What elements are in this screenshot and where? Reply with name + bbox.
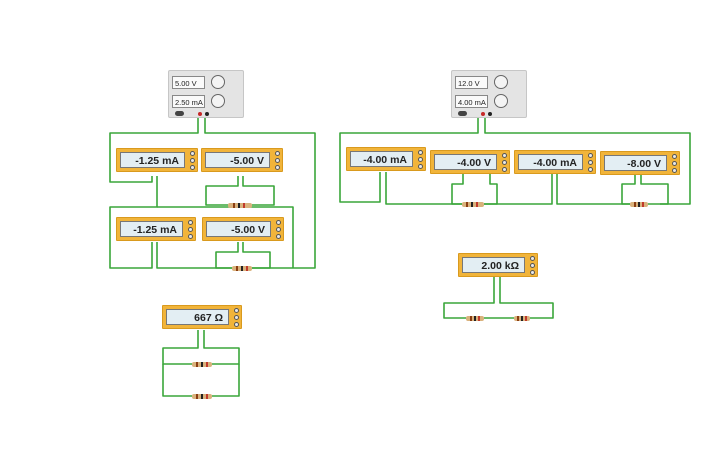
ammeter[interactable]: -4.00 mA [514, 150, 596, 174]
wire [621, 174, 636, 205]
dial-icon[interactable] [190, 151, 195, 156]
dial-icon[interactable] [672, 154, 677, 159]
meter-display: -5.00 V [205, 152, 270, 168]
resistor [630, 202, 648, 207]
dial-icon[interactable] [502, 167, 507, 172]
wire [339, 118, 479, 203]
meter-display: -4.00 mA [350, 151, 413, 167]
wire [640, 174, 669, 205]
dial-icon[interactable] [530, 263, 535, 268]
dial-icon[interactable] [188, 227, 193, 232]
dial-icon[interactable] [188, 234, 193, 239]
resistor [514, 316, 530, 321]
meter-display: -8.00 V [604, 155, 667, 171]
dial-icon[interactable] [276, 227, 281, 232]
dial-icon[interactable] [530, 256, 535, 261]
power-supply-left[interactable]: 5.00 V 2.50 mA [168, 70, 244, 118]
dial-icon[interactable] [276, 220, 281, 225]
resistor [232, 266, 252, 271]
wire [109, 176, 158, 269]
wire [162, 330, 199, 365]
wire [484, 174, 498, 205]
wire [242, 176, 275, 206]
meter-display: -1.25 mA [120, 221, 183, 237]
psu-current-display: 4.00 mA [455, 95, 488, 108]
positive-terminal-icon[interactable] [481, 112, 485, 116]
wire [215, 242, 239, 269]
resistor [462, 202, 484, 207]
meter-display: -4.00 mA [518, 154, 583, 170]
current-knob-icon[interactable] [494, 94, 508, 108]
wire [484, 174, 553, 205]
ammeter[interactable]: -1.25 mA [116, 217, 196, 241]
wire [162, 364, 192, 397]
dial-icon[interactable] [530, 270, 535, 275]
ammeter[interactable]: -1.25 mA [116, 148, 198, 172]
resistor [192, 394, 212, 399]
negative-terminal-icon[interactable] [488, 112, 492, 116]
power-switch[interactable] [175, 111, 184, 116]
voltmeter[interactable]: -8.00 V [600, 151, 680, 175]
meter-display: -4.00 V [434, 154, 497, 170]
ammeter[interactable]: -4.00 mA [346, 147, 426, 171]
voltage-knob-icon[interactable] [494, 75, 508, 89]
current-knob-icon[interactable] [211, 94, 225, 108]
ohmmeter[interactable]: 667 Ω [162, 305, 242, 329]
dial-icon[interactable] [588, 153, 593, 158]
dial-icon[interactable] [588, 160, 593, 165]
dial-icon[interactable] [275, 165, 280, 170]
dial-icon[interactable] [588, 167, 593, 172]
power-switch[interactable] [458, 111, 467, 116]
dial-icon[interactable] [188, 220, 193, 225]
voltage-knob-icon[interactable] [211, 75, 225, 89]
voltmeter[interactable]: -4.00 V [430, 150, 510, 174]
dial-icon[interactable] [672, 161, 677, 166]
resistor [228, 203, 252, 208]
dial-icon[interactable] [190, 158, 195, 163]
dial-icon[interactable] [234, 308, 239, 313]
meter-display: 2.00 kΩ [462, 257, 525, 273]
negative-terminal-icon[interactable] [205, 112, 209, 116]
wire [443, 277, 495, 319]
wire [157, 206, 294, 268]
wire [242, 242, 271, 269]
positive-terminal-icon[interactable] [198, 112, 202, 116]
psu-voltage-display: 5.00 V [172, 76, 205, 89]
wire [212, 364, 240, 397]
dial-icon[interactable] [276, 234, 281, 239]
wire [204, 118, 316, 269]
dial-icon[interactable] [418, 164, 423, 169]
voltmeter[interactable]: -5.00 V [201, 148, 283, 172]
dial-icon[interactable] [502, 153, 507, 158]
resistor [192, 362, 212, 367]
dial-icon[interactable] [672, 168, 677, 173]
ohmmeter[interactable]: 2.00 kΩ [458, 253, 538, 277]
wire [484, 118, 691, 205]
wire [203, 330, 240, 365]
dial-icon[interactable] [502, 160, 507, 165]
wire [499, 277, 554, 319]
dial-icon[interactable] [418, 150, 423, 155]
dial-icon[interactable] [190, 165, 195, 170]
meter-display: 667 Ω [166, 309, 229, 325]
wire [385, 172, 462, 205]
dial-icon[interactable] [275, 158, 280, 163]
wire [109, 118, 199, 183]
meter-display: -5.00 V [206, 221, 271, 237]
resistor [466, 316, 484, 321]
wire [451, 174, 464, 205]
wire [205, 176, 239, 206]
meter-display: -1.25 mA [120, 152, 185, 168]
dial-icon[interactable] [234, 322, 239, 327]
dial-icon[interactable] [418, 157, 423, 162]
dial-icon[interactable] [275, 151, 280, 156]
psu-current-display: 2.50 mA [172, 95, 205, 108]
wire [556, 174, 630, 205]
power-supply-right[interactable]: 12.0 V 4.00 mA [451, 70, 527, 118]
psu-voltage-display: 12.0 V [455, 76, 488, 89]
voltmeter[interactable]: -5.00 V [202, 217, 284, 241]
dial-icon[interactable] [234, 315, 239, 320]
